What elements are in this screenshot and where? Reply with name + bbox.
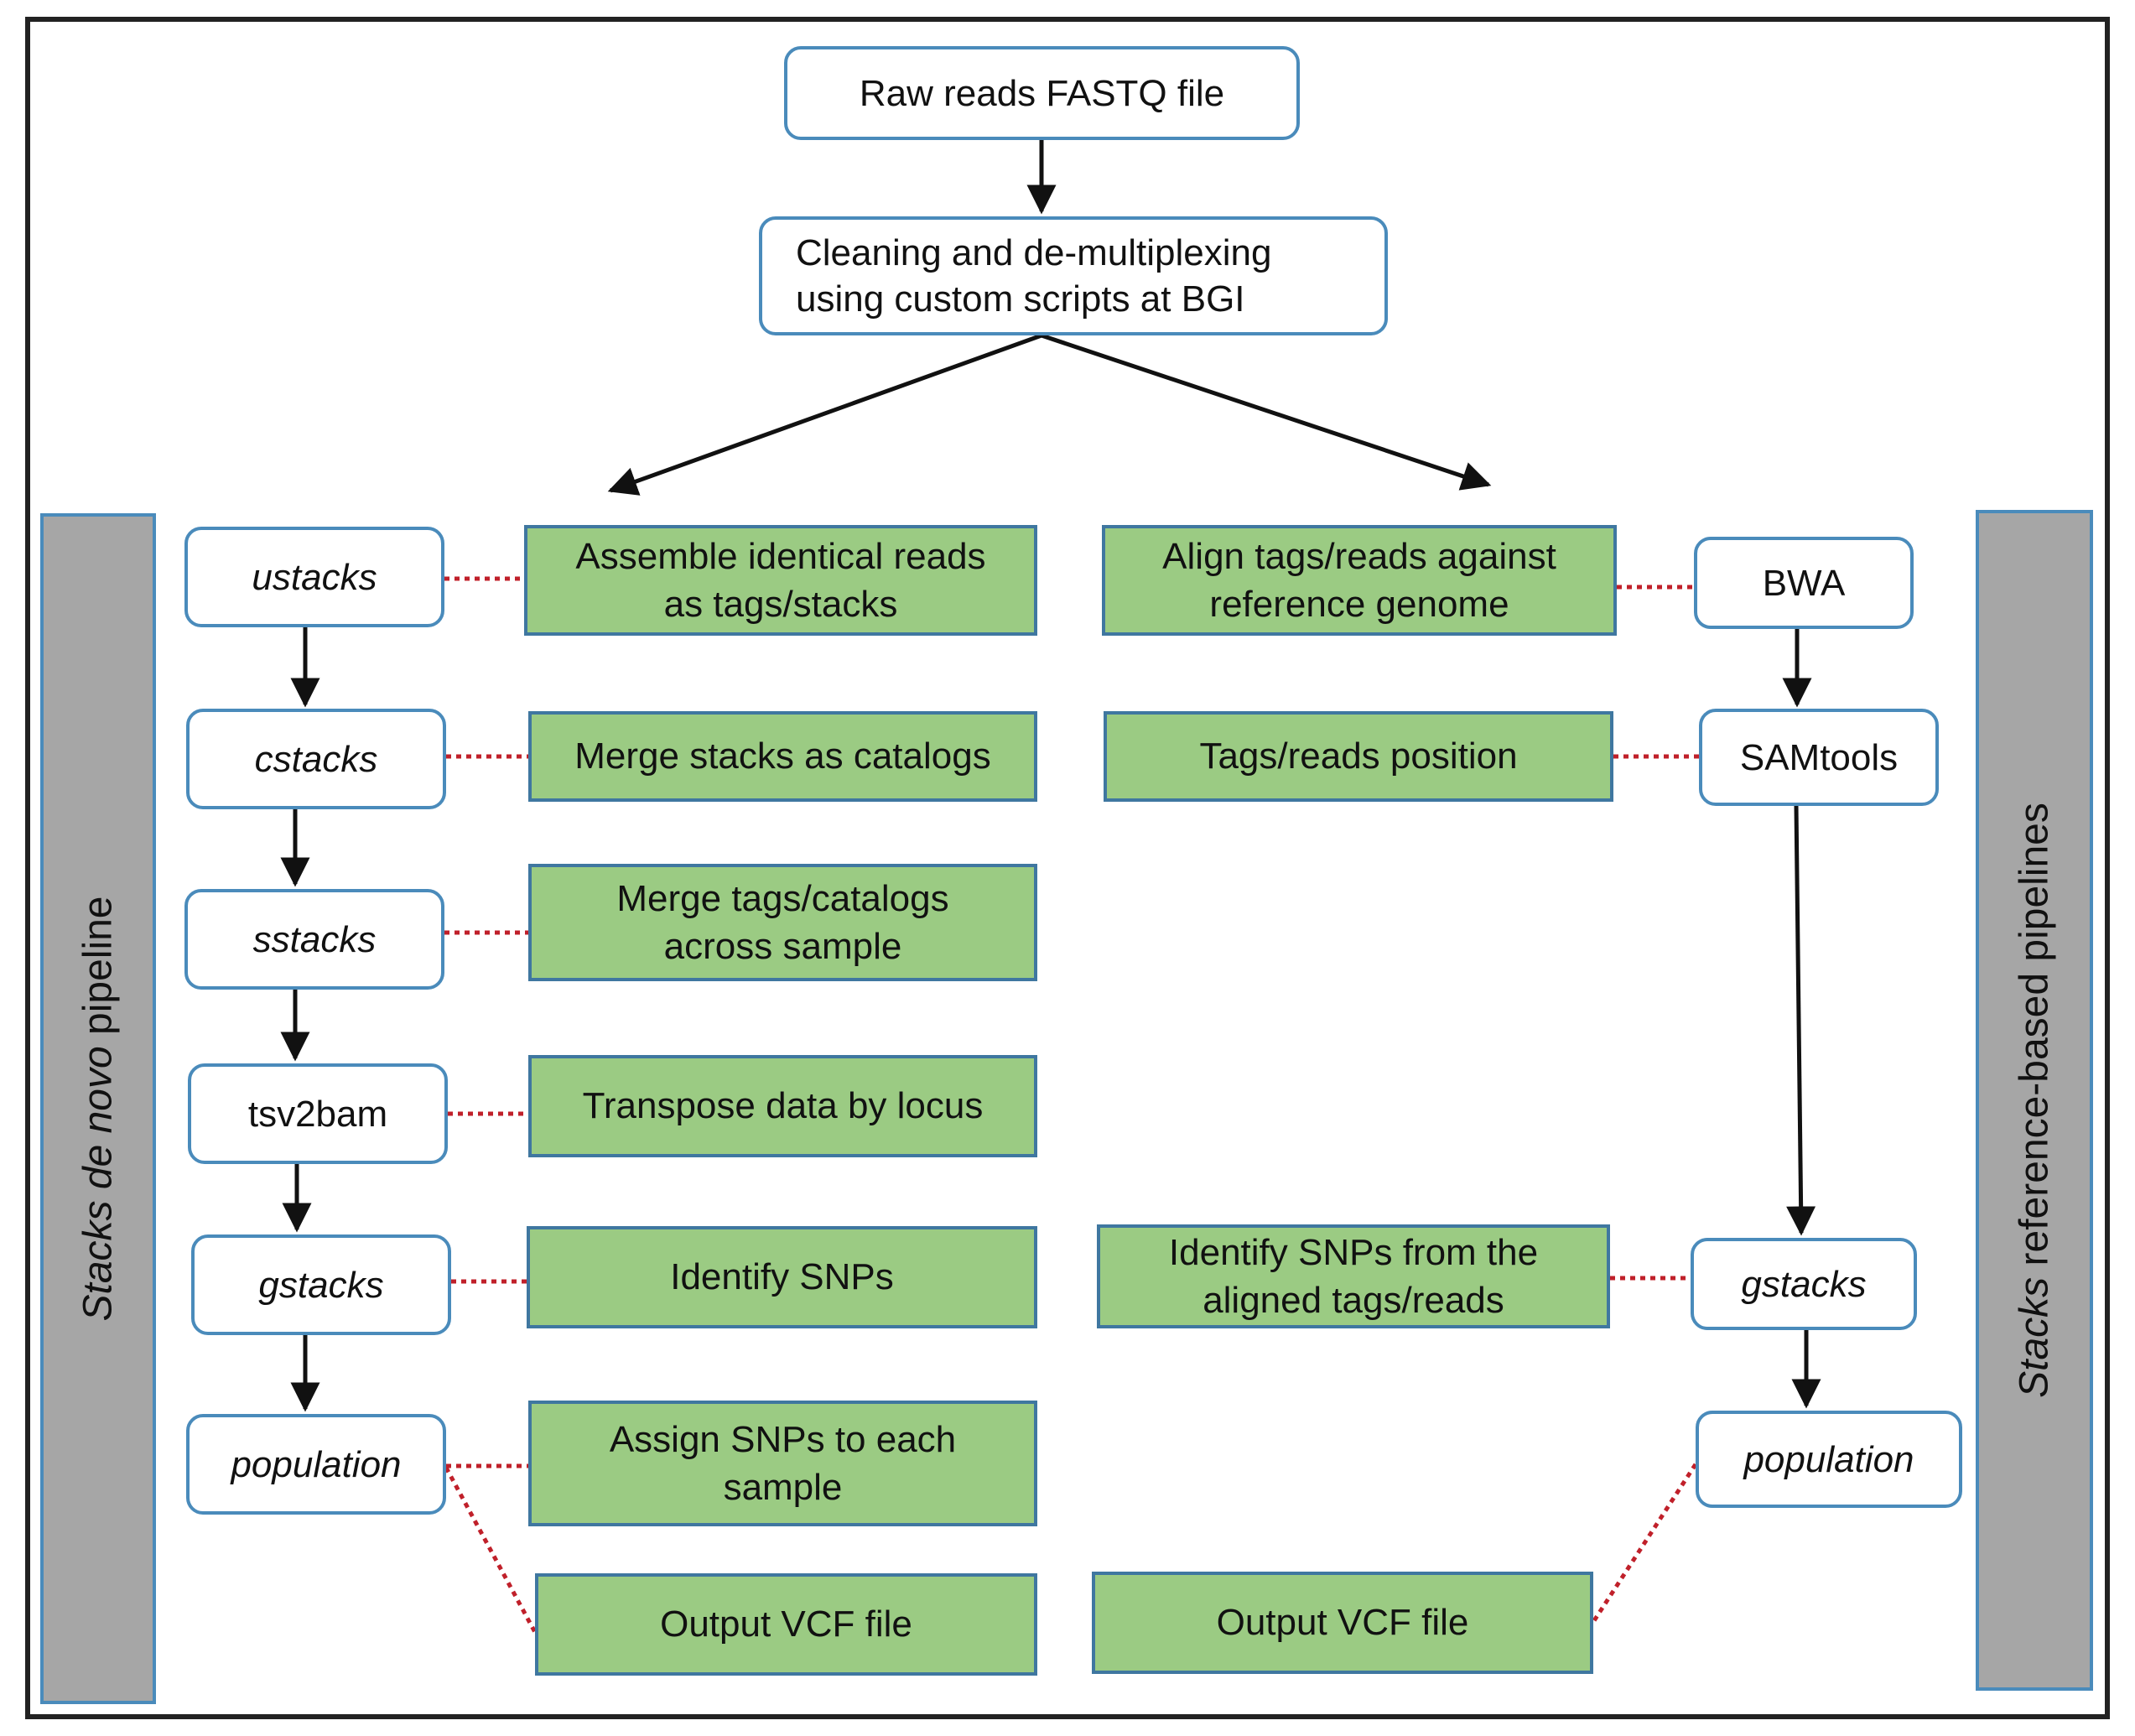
step-merge-tags: Merge tags/catalogs across sample	[528, 864, 1037, 981]
reference-label-rest: reference-based pipelines	[2012, 803, 2057, 1277]
step-identify-snps-left: Identify SNPs	[527, 1226, 1037, 1328]
diagram-frame	[25, 17, 2110, 1719]
tool-bwa: BWA	[1694, 537, 1914, 629]
tool-cstacks-label: cstacks	[254, 738, 378, 780]
step-output-vcf-right: Output VCF file	[1092, 1572, 1593, 1674]
step-assign-snps-line-1: Assign SNPs to each	[609, 1418, 957, 1460]
step-output-vcf-left-line-1: Output VCF file	[660, 1603, 912, 1645]
step-identify-snps-right: Identify SNPs from the aligned tags/reads	[1097, 1224, 1610, 1328]
step-assemble-line-1: Assemble identical reads	[575, 535, 986, 577]
step-transpose-line-1: Transpose data by locus	[582, 1085, 984, 1127]
tool-gstacks-right-label: gstacks	[1741, 1263, 1867, 1305]
step-identify-snps-left-line-1: Identify SNPs	[670, 1256, 894, 1298]
step-tags-position: Tags/reads position	[1104, 711, 1613, 802]
tool-tsv2bam: tsv2bam	[188, 1063, 448, 1164]
tool-sstacks: sstacks	[184, 889, 444, 990]
de-novo-label-rest: pipeline	[75, 896, 121, 1047]
link-population-output-left	[444, 1466, 539, 1637]
step-merge-stacks: Merge stacks as catalogs	[528, 711, 1037, 802]
step-align-tags: Align tags/reads against reference genome	[1102, 525, 1617, 636]
step-tags-position-line-1: Tags/reads position	[1199, 735, 1518, 777]
step-align-line-1: Align tags/reads against	[1162, 535, 1556, 577]
step-merge-tags-line-1: Merge tags/catalogs	[616, 877, 949, 919]
de-novo-pipeline-label: Stacks de novo pipeline	[75, 896, 122, 1321]
tool-population-left: population	[186, 1414, 446, 1515]
tool-sstacks-label: sstacks	[252, 918, 377, 960]
step-transpose: Transpose data by locus	[528, 1055, 1037, 1157]
arrow-samtools-to-gstacks-right	[1786, 805, 1816, 1236]
step-assemble-line-2: as tags/stacks	[663, 584, 898, 625]
step-output-vcf-right-line-1: Output VCF file	[1216, 1602, 1469, 1644]
step-assign-snps: Assign SNPs to each sample	[528, 1401, 1037, 1526]
tool-population-right-label: population	[1743, 1438, 1914, 1480]
step-merge-stacks-line-1: Merge stacks as catalogs	[574, 735, 991, 777]
tool-ustacks: ustacks	[184, 527, 444, 627]
step-identify-snps-right-line-2: aligned tags/reads	[1203, 1280, 1504, 1321]
reference-label-italic: Stacks	[2012, 1276, 2057, 1398]
cleaning-label: Cleaning and de-multiplexing using custo…	[796, 230, 1271, 322]
reference-pipeline-sidebar: Stacks reference-based pipelines	[1976, 510, 2093, 1691]
step-assign-snps-line-2: sample	[723, 1467, 843, 1508]
raw-reads-node: Raw reads FASTQ file	[784, 46, 1300, 140]
cleaning-node: Cleaning and de-multiplexing using custo…	[759, 216, 1388, 335]
tool-samtools: SAMtools	[1699, 709, 1939, 806]
tool-gstacks-left: gstacks	[191, 1234, 451, 1335]
tool-bwa-label: BWA	[1762, 562, 1846, 604]
arrow-cleaning-to-reference	[1041, 333, 1492, 491]
raw-reads-label: Raw reads FASTQ file	[859, 72, 1225, 114]
de-novo-pipeline-sidebar: Stacks de novo pipeline	[40, 513, 156, 1704]
link-population-output-right	[1591, 1463, 1698, 1624]
step-output-vcf-left: Output VCF file	[535, 1573, 1037, 1676]
tool-population-left-label: population	[231, 1443, 402, 1485]
tool-gstacks-right: gstacks	[1691, 1238, 1917, 1330]
step-merge-tags-line-2: across sample	[663, 926, 902, 967]
cleaning-line-1: Cleaning and de-multiplexing	[796, 232, 1272, 273]
cleaning-line-2: using custom scripts at BGI	[796, 278, 1245, 320]
step-identify-snps-right-line-1: Identify SNPs from the	[1168, 1231, 1539, 1273]
tool-samtools-label: SAMtools	[1739, 736, 1899, 778]
step-assemble-reads: Assemble identical reads as tags/stacks	[524, 525, 1037, 636]
step-align-line-2: reference genome	[1209, 584, 1509, 625]
tool-tsv2bam-label: tsv2bam	[247, 1093, 388, 1135]
tool-gstacks-left-label: gstacks	[258, 1264, 384, 1306]
tool-ustacks-label: ustacks	[252, 556, 377, 598]
arrow-cleaning-to-denovo	[607, 333, 1042, 496]
tool-cstacks: cstacks	[186, 709, 446, 809]
tool-population-right: population	[1696, 1411, 1962, 1508]
de-novo-label-italic: Stacks de novo	[75, 1046, 121, 1322]
reference-pipeline-label: Stacks reference-based pipelines	[2012, 803, 2058, 1398]
